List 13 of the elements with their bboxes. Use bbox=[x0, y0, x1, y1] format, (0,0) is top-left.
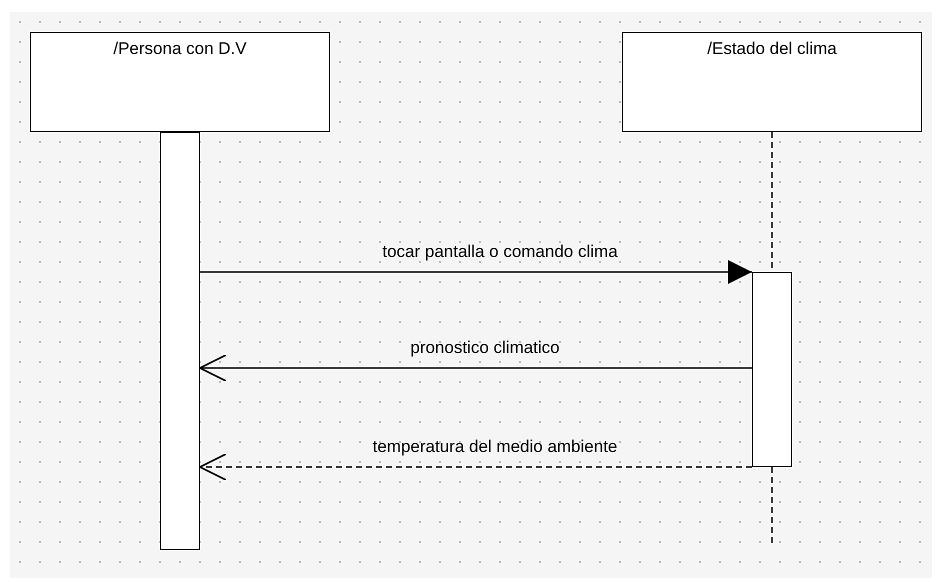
message-label: temperatura del medio ambiente bbox=[372, 437, 618, 457]
message-label: pronostico climatico bbox=[410, 338, 560, 358]
reply-arrow bbox=[199, 354, 752, 382]
reply-arrow bbox=[199, 453, 752, 481]
participant-name: /Estado del clima bbox=[706, 39, 838, 59]
participant-box bbox=[622, 32, 922, 132]
activation-bar bbox=[160, 132, 200, 550]
participant-box bbox=[30, 32, 330, 132]
message-label: tocar pantalla o comando clima bbox=[382, 242, 618, 262]
activation-bar bbox=[752, 272, 792, 467]
participant-name: /Persona con D.V bbox=[112, 39, 248, 59]
message-arrow bbox=[200, 260, 752, 284]
lifeline bbox=[771, 467, 773, 545]
